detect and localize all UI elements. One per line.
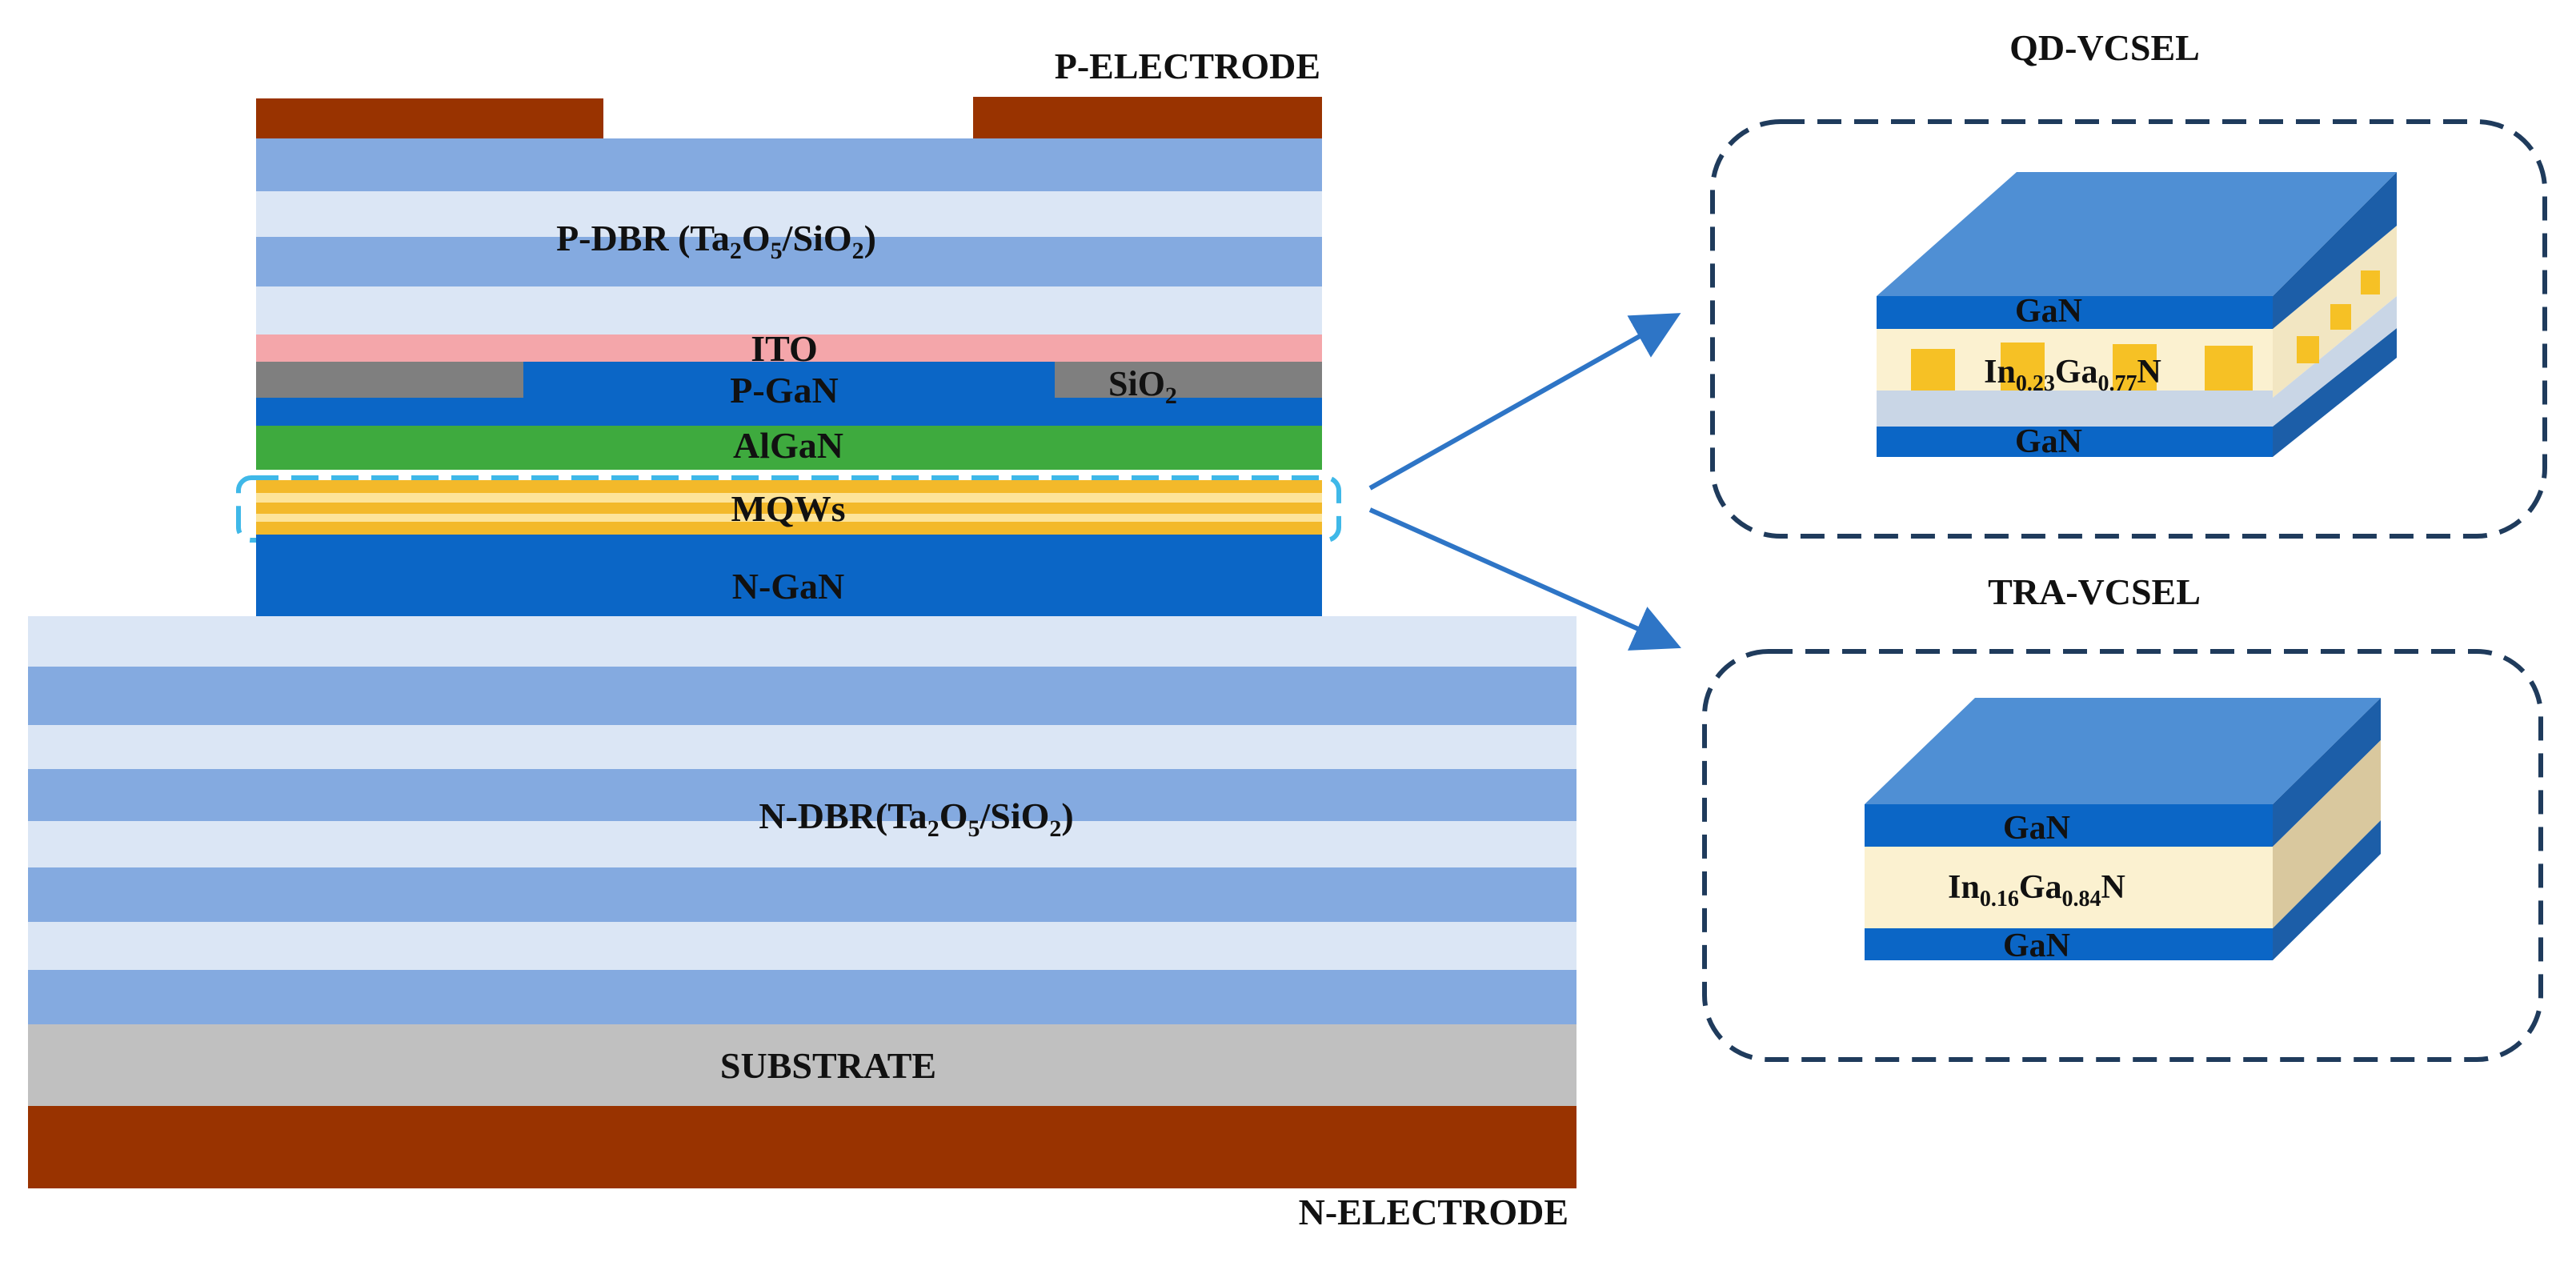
n-dbr-layer (28, 667, 1576, 725)
mqws-layer (256, 480, 1322, 535)
n-gan-layer (256, 535, 1322, 616)
qd-side-bottom-gan (2273, 328, 2397, 457)
tra-top-face (1865, 698, 2381, 804)
p-dbr-layer (256, 286, 1322, 335)
tra-side-top-gan (2273, 698, 2381, 847)
tra-top-gan-label: GaN (2003, 810, 2070, 847)
qd-vcsel-title: QD-VCSEL (2009, 27, 2200, 68)
p-dbr-label: P-DBR (Ta2O5/SiO2) (556, 218, 876, 264)
qd-front-wetting (1877, 391, 2273, 427)
p-gan-label: P-GaN (730, 370, 838, 411)
p-dbr-layer (256, 191, 1322, 237)
mqws-label: MQWs (731, 488, 845, 529)
tra-side-bottom-gan (2273, 820, 2381, 960)
p-electrode-left (256, 98, 603, 138)
qd-vcsel-inset: QD-VCSEL GaN In0.23Ga0.77N (1710, 27, 2547, 539)
sio2-right (1055, 362, 1322, 398)
tra-vcsel-title: TRA-VCSEL (1988, 571, 2201, 612)
arrow-to-qd (1368, 313, 1681, 491)
n-dbr-layer (28, 725, 1576, 769)
qd-front-bottom-gan (1877, 427, 2273, 457)
qd-dot (1911, 349, 1955, 391)
arrow-to-tra (1368, 507, 1681, 651)
tra-bottom-gan-label: GaN (2003, 927, 2070, 964)
tra-vcsel-inset: TRA-VCSEL GaN In0.16Ga0.84N GaN (1702, 571, 2543, 1062)
p-electrode-right (973, 97, 1322, 138)
qd-side-mid (2273, 296, 2397, 427)
algan-layer (256, 426, 1322, 470)
n-dbr-layer (28, 922, 1576, 970)
n-dbr-layer (28, 616, 1576, 667)
ito-layer (256, 335, 1322, 362)
qd-side-top-gan (2273, 172, 2397, 329)
tra-front-bottom-gan (1865, 928, 2273, 960)
n-electrode-label: N-ELECTRODE (1299, 1192, 1568, 1232)
n-dbr-label: N-DBR(Ta2O5/SiO2) (759, 795, 1073, 842)
n-dbr (28, 616, 1576, 1024)
tra-front-top-gan (1865, 804, 2273, 847)
p-dbr-layer (256, 237, 1322, 286)
algan-label: AlGaN (733, 425, 843, 466)
substrate-label: SUBSTRATE (720, 1045, 936, 1086)
qd-dot (2113, 344, 2157, 391)
p-dbr-layer (256, 138, 1322, 191)
qd-top-face (1877, 172, 2397, 296)
device-stack: P-ELECTRODE P-DBR (Ta2O5/SiO2) ITO P-GaN… (28, 46, 1576, 1232)
n-dbr-layer (28, 867, 1576, 922)
qd-top-gan-label: GaN (2015, 293, 2082, 330)
tra-front-active (1865, 847, 2273, 928)
p-dbr (256, 138, 1322, 335)
qd-inset-border (1710, 119, 2547, 539)
tra-active-label: In0.16Ga0.84N (1948, 869, 2125, 911)
tra-inset-border (1702, 649, 2543, 1062)
qd-dot (2001, 343, 2045, 391)
qd-dot (2361, 270, 2380, 294)
substrate-layer (28, 1024, 1576, 1106)
qd-block (1877, 172, 2397, 457)
n-dbr-layer (28, 821, 1576, 867)
qd-active-label: In0.23Ga0.77N (1984, 354, 2161, 396)
p-electrode-label: P-ELECTRODE (1055, 46, 1320, 86)
n-dbr-layer (28, 769, 1576, 821)
qd-dot (2297, 336, 2319, 363)
qd-dot (2205, 346, 2253, 391)
n-gan-label: N-GaN (732, 566, 845, 607)
qd-bottom-gan-label: GaN (2015, 423, 2082, 460)
qd-front-top-gan (1877, 296, 2273, 329)
qd-dot (2330, 304, 2351, 330)
tra-block (1865, 698, 2381, 960)
n-electrode (28, 1106, 1576, 1188)
sio2-left (256, 362, 523, 398)
tra-side-active (2273, 740, 2381, 928)
sio2-label: SiO2 (1108, 364, 1177, 409)
n-dbr-layer (28, 970, 1576, 1024)
